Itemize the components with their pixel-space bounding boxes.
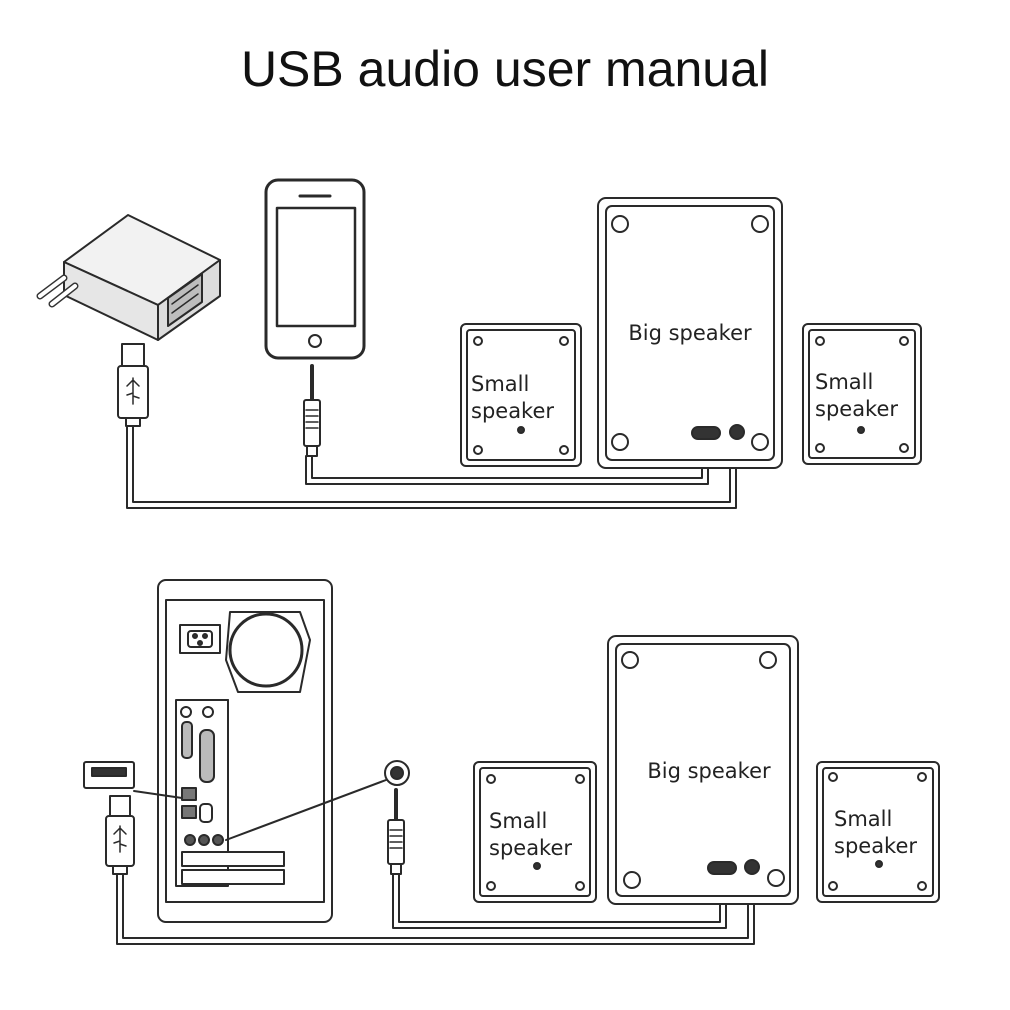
audio-jack-icon xyxy=(384,760,410,875)
small-speaker-left-bottom: Small speaker xyxy=(473,761,597,903)
usb-plug-icon xyxy=(105,795,135,875)
small-speaker-label-line1: Small xyxy=(815,370,873,394)
power-adapter-icon xyxy=(36,214,221,341)
big-speaker-label: Big speaker xyxy=(647,759,771,783)
small-speaker-label-line1: Small xyxy=(834,807,892,831)
smartphone-icon xyxy=(264,178,366,360)
small-speaker-label-line2: speaker xyxy=(489,836,572,860)
small-speaker-label-line2: speaker xyxy=(815,397,898,421)
computer-tower-icon xyxy=(157,579,333,923)
usb-leader-line xyxy=(133,790,183,799)
page-title: USB audio user manual xyxy=(240,41,770,97)
small-speaker-left-top: Small speaker xyxy=(460,323,582,467)
audio-jack-icon xyxy=(303,364,321,457)
big-speaker-top: Big speaker xyxy=(597,197,783,469)
small-speaker-right-top: Small speaker xyxy=(802,323,922,465)
small-speaker-right-bottom: Small speaker xyxy=(816,761,940,903)
small-speaker-label-line2: speaker xyxy=(471,399,554,423)
small-speaker-label-line1: Small xyxy=(471,372,529,396)
big-speaker-bottom: Big speaker xyxy=(607,635,799,905)
audio-leader-line xyxy=(225,779,387,841)
big-speaker-label: Big speaker xyxy=(628,321,752,345)
usb-port-icon xyxy=(83,761,135,789)
small-speaker-label-line2: speaker xyxy=(834,834,917,858)
usb-plug-icon xyxy=(117,343,149,427)
small-speaker-label-line1: Small xyxy=(489,809,547,833)
